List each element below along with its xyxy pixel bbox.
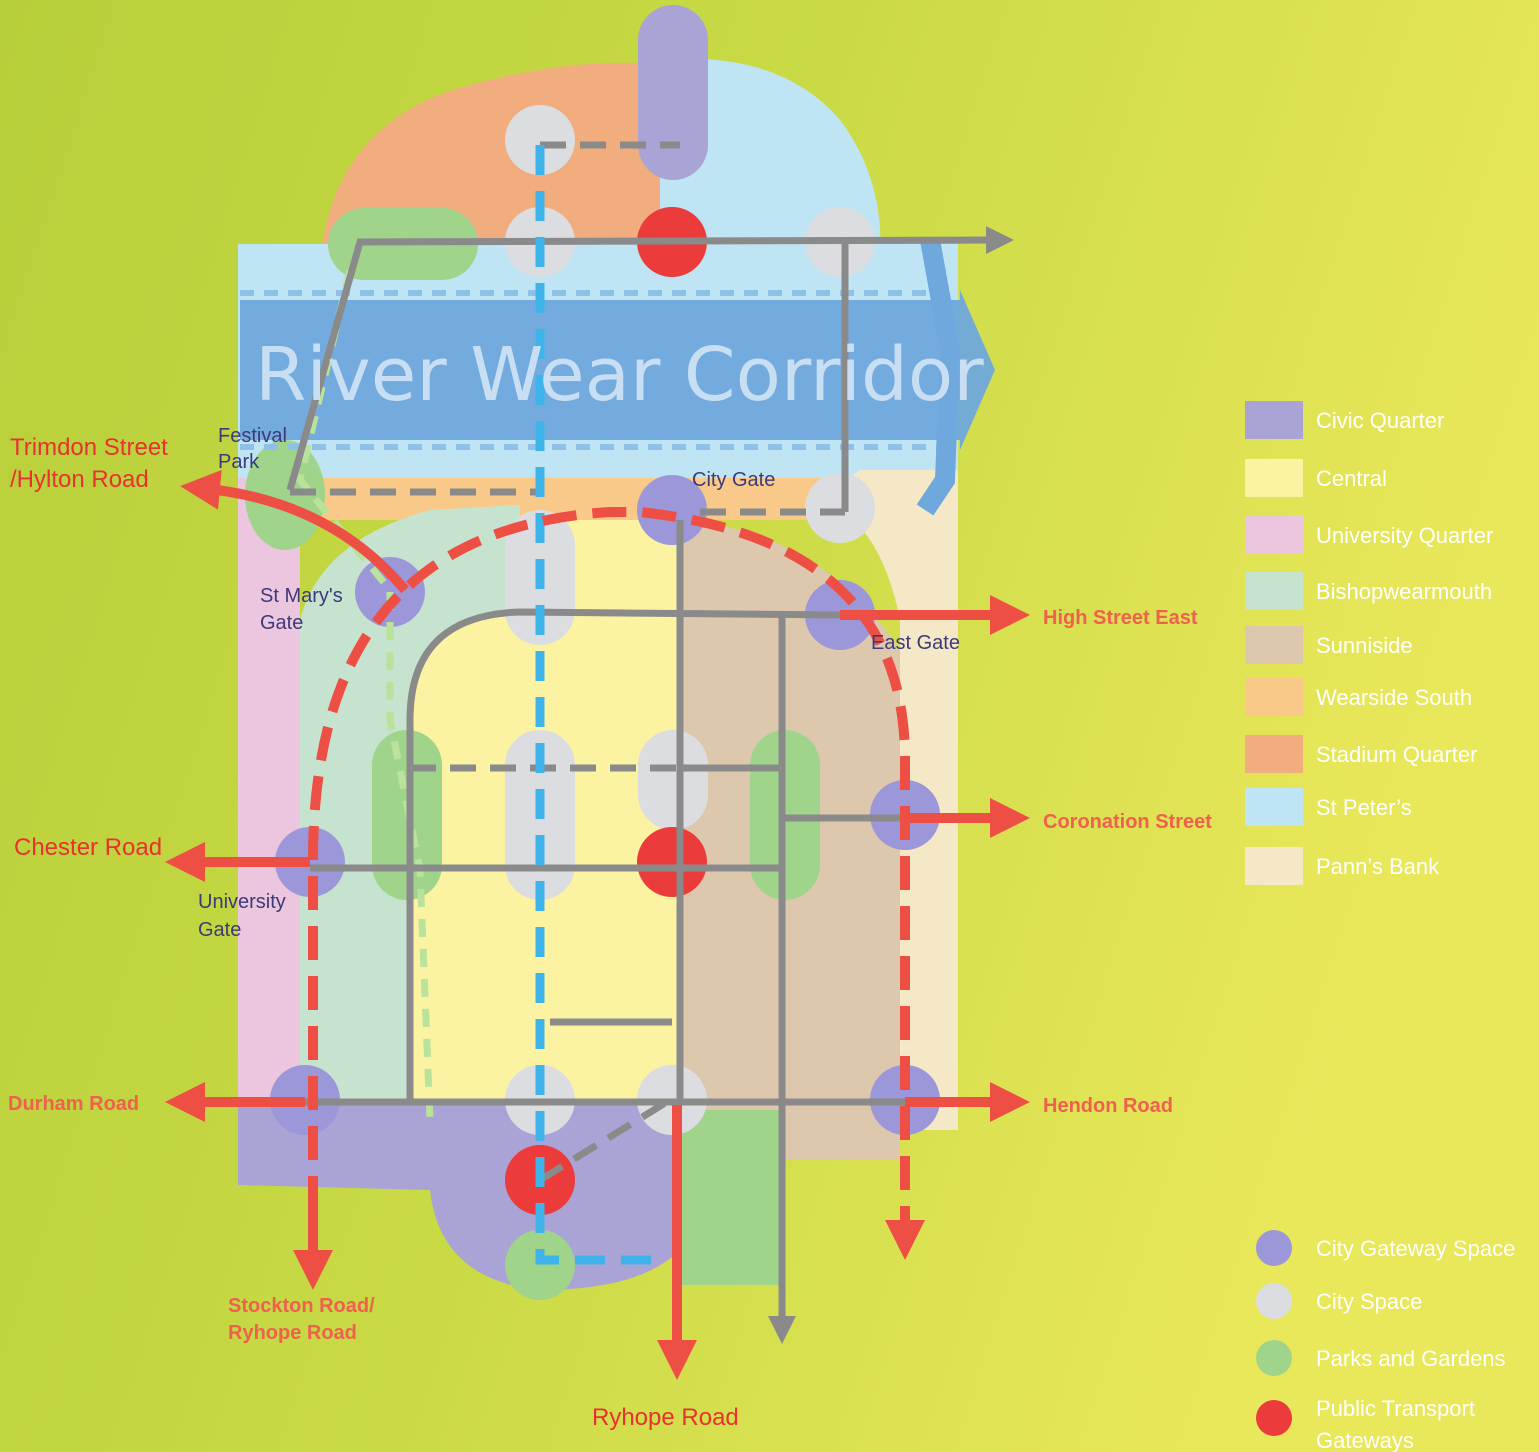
festival-park-label: Festival bbox=[218, 425, 287, 447]
festival-park-label-2: Park bbox=[218, 451, 260, 473]
legend-label: Bishopwearmouth bbox=[1316, 579, 1492, 604]
legend-swatch bbox=[1245, 678, 1303, 716]
legend-swatch bbox=[1245, 847, 1303, 885]
legend-label: St Peter’s bbox=[1316, 795, 1412, 820]
trimdon-street-label: Trimdon Street bbox=[10, 434, 168, 461]
university-gate-label-2: Gate bbox=[198, 919, 241, 941]
legend-swatch bbox=[1245, 516, 1303, 554]
zone-wearside-south bbox=[300, 478, 860, 520]
legend-swatch bbox=[1245, 626, 1303, 664]
place-labels: Festival Park City Gate St Mary's Gate E… bbox=[198, 425, 960, 941]
legend-marker bbox=[1256, 1283, 1292, 1319]
legend-label: Sunniside bbox=[1316, 633, 1413, 658]
durham-road-label: Durham Road bbox=[8, 1093, 139, 1115]
legend-label: Wearside South bbox=[1316, 685, 1472, 710]
legend-swatch bbox=[1245, 572, 1303, 610]
legend-marker bbox=[1256, 1400, 1292, 1436]
zone-civic-quarter bbox=[238, 1100, 680, 1290]
legend-label: University Quarter bbox=[1316, 523, 1493, 548]
road-labels: Trimdon Street /Hylton Road Chester Road… bbox=[10, 434, 739, 1431]
metro-line bbox=[535, 145, 655, 1265]
legend-label: Civic Quarter bbox=[1316, 408, 1444, 433]
legend-label: Stadium Quarter bbox=[1316, 742, 1477, 767]
zone-st-peters-top bbox=[660, 58, 881, 260]
legend-label: Pann’s Bank bbox=[1316, 854, 1440, 879]
legend-label: Public Transport bbox=[1316, 1396, 1475, 1421]
green-walkway bbox=[296, 269, 434, 1121]
legend-marker bbox=[1256, 1230, 1292, 1266]
st-marys-gate-label-2: Gate bbox=[260, 612, 303, 634]
corridor-title: River Wear Corridor bbox=[255, 332, 984, 418]
legend-label: Central bbox=[1316, 466, 1387, 491]
legend-swatch bbox=[1245, 735, 1303, 773]
hylton-road-label: /Hylton Road bbox=[10, 466, 149, 493]
high-street-east-label: High Street East bbox=[1043, 607, 1198, 629]
university-gate-label: University bbox=[198, 891, 286, 913]
coronation-street-label: Coronation Street bbox=[1043, 811, 1212, 833]
stockton-ryhope-label: Ryhope Road bbox=[228, 1322, 357, 1344]
hendon-road-label: Hendon Road bbox=[1043, 1095, 1173, 1117]
st-marys-gate-label: St Mary's bbox=[260, 585, 343, 607]
ring-road bbox=[308, 507, 925, 1260]
zone-university-quarter bbox=[238, 478, 300, 1185]
ryhope-road-label: Ryhope Road bbox=[592, 1404, 739, 1431]
city-gate-label: City Gate bbox=[692, 469, 775, 491]
red-road-arrows bbox=[165, 469, 1030, 1380]
east-gate-label: East Gate bbox=[871, 632, 960, 654]
legend-label: Parks and Gardens bbox=[1316, 1346, 1506, 1371]
zone-civic-top bbox=[638, 5, 708, 180]
legend-label: Gateways bbox=[1316, 1428, 1414, 1452]
legend-label: City Space bbox=[1316, 1289, 1422, 1314]
stockton-road-label: Stockton Road/ bbox=[228, 1295, 375, 1317]
legend-marker bbox=[1256, 1340, 1292, 1376]
chester-road-label: Chester Road bbox=[14, 834, 162, 861]
legend-swatch bbox=[1245, 788, 1303, 826]
road-labels-bold: Durham Road Stockton Road/ Ryhope Road H… bbox=[8, 607, 1212, 1344]
zone-panns-bank bbox=[820, 470, 958, 1130]
legend-label: City Gateway Space bbox=[1316, 1236, 1515, 1261]
legend-swatch bbox=[1245, 459, 1303, 497]
legend-swatch bbox=[1245, 401, 1303, 439]
river-corridor bbox=[240, 238, 995, 516]
grey-roads bbox=[286, 141, 1014, 1344]
